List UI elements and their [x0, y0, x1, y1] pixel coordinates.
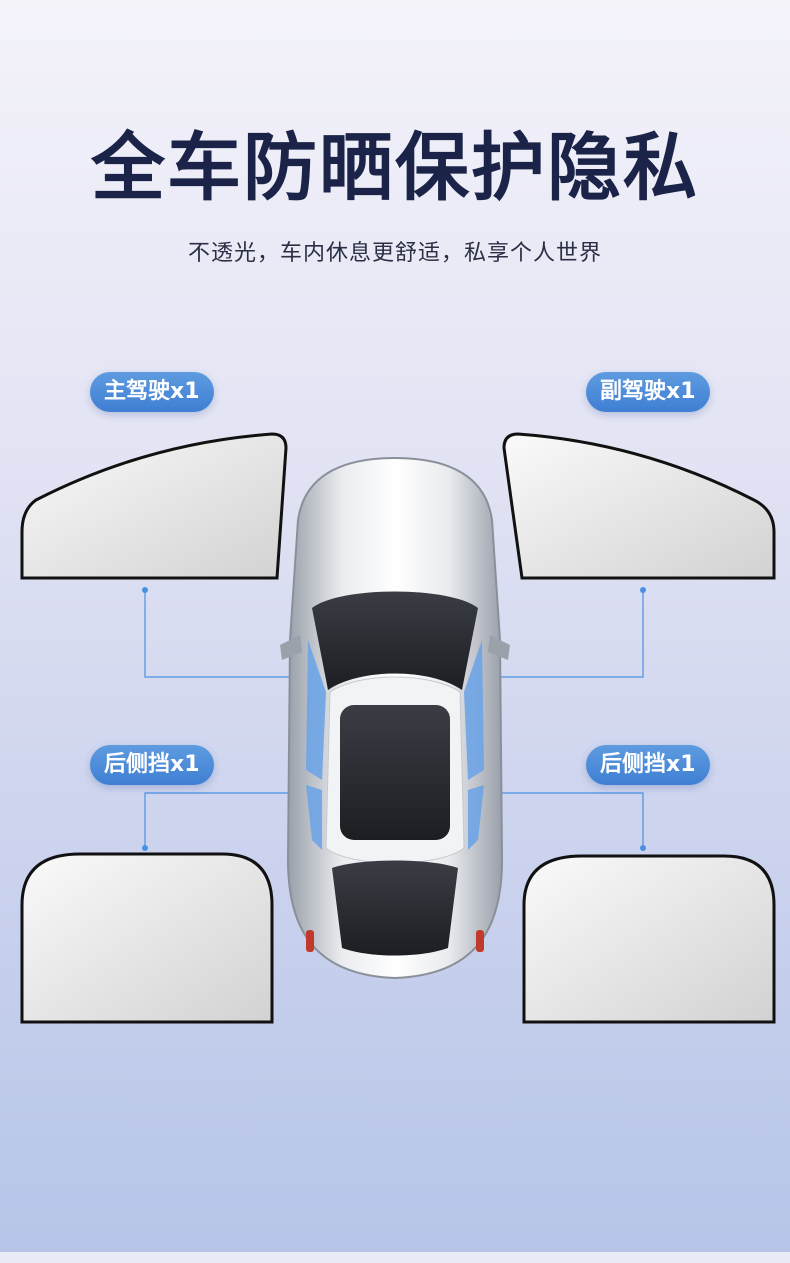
- rear-right-window: [468, 785, 484, 850]
- rear-right-label: 后侧挡x1: [586, 745, 710, 785]
- left-mirror: [280, 635, 302, 660]
- bottom-divider: [0, 1252, 790, 1263]
- rear-window: [332, 860, 458, 956]
- tail-light-left: [306, 930, 314, 952]
- rear-right-sunshade: [522, 854, 776, 1024]
- connector-rear-right: [480, 792, 644, 848]
- co-driver-label: 副驾驶x1: [586, 372, 710, 412]
- page-title: 全车防晒保护隐私: [91, 125, 699, 211]
- car-top-view: [280, 456, 510, 980]
- co-driver-sunshade: [502, 432, 776, 580]
- rear-left-label: 后侧挡x1: [90, 745, 214, 785]
- page-subtitle: 不透光，车内休息更舒适，私享个人世界: [187, 241, 602, 266]
- sunroof: [340, 705, 450, 840]
- driver-sunshade: [20, 432, 288, 580]
- connector-rear-left: [144, 792, 310, 848]
- driver-label: 主驾驶x1: [90, 372, 214, 412]
- connector-dot: [640, 587, 646, 593]
- connector-dot: [142, 845, 148, 851]
- connector-dot: [640, 845, 646, 851]
- right-mirror: [488, 635, 510, 660]
- connector-dots: [142, 587, 646, 851]
- front-left-window: [306, 640, 326, 780]
- tail-light-right: [476, 930, 484, 952]
- front-right-window: [464, 640, 484, 780]
- rear-left-sunshade: [20, 852, 274, 1024]
- connector-lines: [144, 590, 644, 848]
- connector-driver: [144, 590, 310, 678]
- windshield: [312, 591, 478, 690]
- rear-left-window: [306, 785, 322, 850]
- connector-dot: [142, 587, 148, 593]
- connector-co-driver: [480, 590, 644, 678]
